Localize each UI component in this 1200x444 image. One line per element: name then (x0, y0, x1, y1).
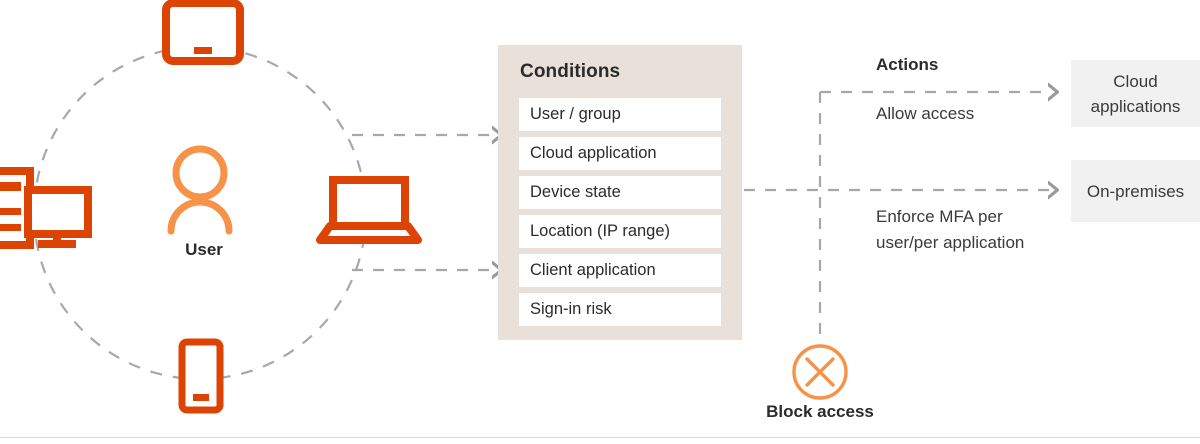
user-label: User (185, 240, 223, 259)
user-avatar-icon (167, 145, 233, 235)
condition-item-client-application[interactable]: Client application (519, 254, 721, 287)
desktop-computer-icon (0, 167, 92, 249)
conditions-title: Conditions (520, 61, 621, 82)
device-ring-dashed-circle (32, 45, 368, 381)
action-allow-access-label: Allow access (876, 104, 975, 123)
condition-item-cloud-application[interactable]: Cloud application (519, 137, 721, 170)
condition-item-location-ip-range[interactable]: Location (IP range) (519, 215, 721, 248)
conditions-list: User / group Cloud application Device st… (519, 98, 721, 332)
target-cloud-applications[interactable]: Cloud applications (1071, 60, 1200, 127)
condition-item-sign-in-risk[interactable]: Sign-in risk (519, 293, 721, 326)
mobile-phone-icon (178, 338, 224, 414)
target-on-premises[interactable]: On-premises (1071, 160, 1200, 222)
block-access-label: Block access (766, 402, 874, 421)
circle-x-icon (792, 344, 848, 400)
condition-item-device-state[interactable]: Device state (519, 176, 721, 209)
conditions-panel: Conditions User / group Cloud applicatio… (498, 45, 742, 340)
actions-title: Actions (876, 55, 939, 74)
laptop-icon (316, 176, 422, 244)
condition-item-user-group[interactable]: User / group (519, 98, 721, 131)
tablet-icon (162, 0, 244, 65)
action-enforce-mfa-label: Enforce MFA per user/per application (876, 207, 1025, 252)
bottom-divider (0, 437, 1200, 438)
